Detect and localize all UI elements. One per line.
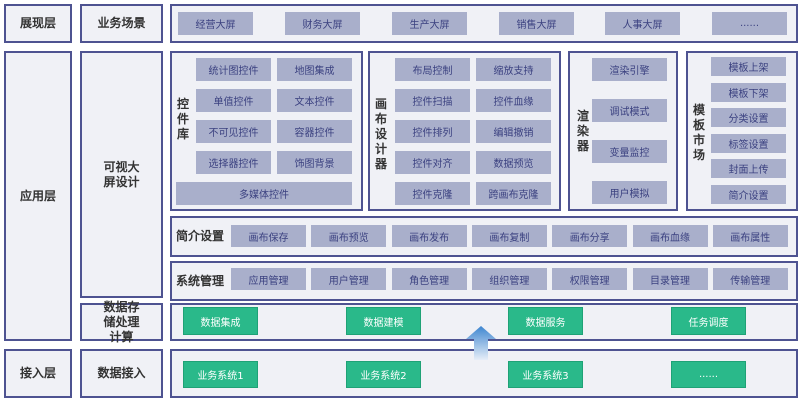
scene-button[interactable]: 经营大屏	[178, 12, 253, 35]
layer-access-label: 接入层	[19, 366, 56, 380]
canvas-designer-item[interactable]: 控件排列	[395, 120, 470, 143]
data-source-item[interactable]: ......	[671, 361, 746, 388]
template-market-panel	[686, 51, 798, 211]
system-management-title: 系统管理	[175, 273, 224, 288]
widget-item[interactable]: 饰图背景	[277, 151, 352, 174]
widget-item[interactable]: 单值控件	[196, 89, 271, 112]
intro-settings-title: 简介设置	[175, 229, 224, 243]
scene-button[interactable]: ......	[712, 12, 787, 35]
system-management-item[interactable]: 用户管理	[311, 268, 387, 290]
template-market-item[interactable]: 标签设置	[711, 133, 786, 153]
scene-button[interactable]: 财务大屏	[285, 12, 360, 35]
up-arrow-icon	[466, 326, 496, 360]
intro-settings-item[interactable]: 画布属性	[712, 225, 788, 247]
layer-access	[4, 349, 72, 398]
intro-settings-item[interactable]: 画布分享	[552, 225, 628, 247]
template-market-item[interactable]: 封面上传	[711, 159, 786, 179]
intro-settings-item[interactable]: 画布保存	[231, 225, 306, 247]
template-market-item[interactable]: 分类设置	[711, 108, 786, 128]
system-management-item[interactable]: 传输管理	[712, 268, 788, 290]
intro-settings-item[interactable]: 画布发布	[391, 225, 467, 247]
widget-item[interactable]: 容器控件	[277, 120, 352, 143]
renderer-item[interactable]: 变量监控	[592, 140, 667, 163]
widget-library-title: 控件库	[176, 97, 189, 141]
renderer-title: 渲染器	[576, 109, 589, 153]
scene-button[interactable]: 生产大屏	[392, 12, 467, 35]
renderer-item[interactable]: 渲染引擎	[592, 58, 667, 81]
layer-application-label: 应用层	[19, 188, 56, 203]
section-business-scene-label: 业务场景	[97, 16, 146, 30]
canvas-designer-item[interactable]: 数据预览	[476, 151, 551, 174]
layer-application	[4, 51, 72, 341]
canvas-designer-item[interactable]: 控件血缘	[476, 89, 551, 112]
template-market-title: 模板市场	[692, 103, 705, 162]
section-data-access-label: 数据接入	[97, 366, 146, 380]
system-management-item[interactable]: 应用管理	[231, 268, 306, 290]
data-processing-item[interactable]: 任务调度	[671, 307, 746, 335]
section-visual-design-label: 可视大屏设计	[103, 159, 140, 189]
widget-item[interactable]: 统计图控件	[196, 58, 271, 81]
intro-settings-item[interactable]: 画布预览	[311, 225, 387, 247]
template-market-item[interactable]: 简介设置	[711, 185, 786, 204]
section-data-storage-label: 数据存储处理计算	[103, 299, 140, 344]
data-source-item[interactable]: 业务系统2	[346, 361, 421, 388]
canvas-designer-item[interactable]: 编辑撤销	[476, 120, 551, 143]
data-processing-item[interactable]: 数据建模	[346, 307, 421, 335]
system-management-item[interactable]: 目录管理	[632, 268, 708, 290]
data-source-item[interactable]: 业务系统3	[508, 361, 583, 388]
data-processing-item[interactable]: 数据集成	[183, 307, 258, 335]
widget-item[interactable]: 选择器控件	[196, 151, 271, 174]
canvas-designer-item[interactable]: 布局控制	[395, 58, 470, 81]
scene-button[interactable]: 人事大屏	[605, 12, 680, 35]
system-management-item[interactable]: 组织管理	[471, 268, 547, 290]
widget-item[interactable]: 地图集成	[277, 58, 352, 81]
canvas-designer-item[interactable]: 跨画布克隆	[476, 182, 551, 205]
scene-button[interactable]: 销售大屏	[499, 12, 574, 35]
data-processing-item[interactable]: 数据服务	[508, 307, 583, 335]
layer-presentation	[4, 4, 72, 43]
section-data-access	[80, 349, 163, 398]
system-management-item[interactable]: 权限管理	[552, 268, 628, 290]
canvas-designer-item[interactable]: 控件克隆	[395, 182, 470, 205]
renderer-item[interactable]: 调试模式	[592, 99, 667, 122]
renderer-item[interactable]: 用户模拟	[592, 181, 667, 204]
section-visual-design	[80, 51, 163, 298]
widget-item[interactable]: 不可见控件	[196, 120, 271, 143]
section-data-storage	[80, 303, 163, 341]
layer-presentation-label: 展现层	[19, 16, 56, 30]
scene-panel	[170, 4, 798, 43]
data-source-item[interactable]: 业务系统1	[183, 361, 258, 388]
template-market-item[interactable]: 模板上架	[711, 57, 786, 76]
intro-settings-item[interactable]: 画布血缘	[632, 225, 708, 247]
section-business-scene	[80, 4, 163, 43]
widget-item-multimedia[interactable]: 多媒体控件	[176, 182, 352, 205]
canvas-designer-item[interactable]: 控件对齐	[395, 151, 470, 174]
canvas-designer-item[interactable]: 控件扫描	[395, 89, 470, 112]
canvas-designer-item[interactable]: 缩放支持	[476, 58, 551, 81]
intro-settings-item[interactable]: 画布复制	[471, 225, 547, 247]
canvas-designer-title: 画布设计器	[374, 97, 387, 171]
widget-item[interactable]: 文本控件	[277, 89, 352, 112]
system-management-item[interactable]: 角色管理	[391, 268, 467, 290]
template-market-item[interactable]: 模板下架	[711, 82, 786, 102]
